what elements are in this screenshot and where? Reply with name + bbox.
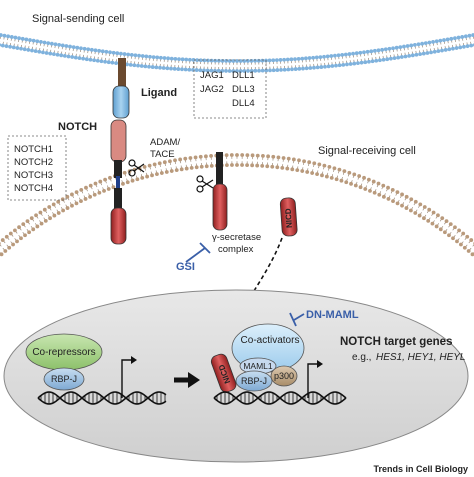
ligand-dll1: DLL1 <box>232 70 255 81</box>
nucleus <box>3 289 469 463</box>
ligand-jag1: JAG1 <box>200 70 224 81</box>
dn-maml-inhibition-bar <box>289 312 297 327</box>
free-nicd: NICD <box>279 197 298 237</box>
journal-footer: Trends in Cell Biology <box>373 464 468 474</box>
gsi-label: GSI <box>176 261 195 273</box>
ligand-jag2: JAG2 <box>200 84 224 95</box>
ligand-protein <box>112 58 130 119</box>
target-genes-title: NOTCH target genes <box>340 336 452 348</box>
cleaved-notch <box>212 152 228 231</box>
sending-cell-label: Signal-sending cell <box>32 13 124 25</box>
dn-maml-inhibition-line <box>293 313 305 321</box>
scissors-icon <box>196 175 214 193</box>
scissors-icon <box>128 159 145 177</box>
rbpj-left <box>43 367 85 391</box>
nuclear-nicd: NICD <box>210 353 237 393</box>
dna-helix-left <box>37 391 167 405</box>
notch4: NOTCH4 <box>14 183 53 194</box>
notch2: NOTCH2 <box>14 157 53 168</box>
tss-arrow-left-icon <box>121 359 132 398</box>
p300-blob <box>270 365 298 387</box>
rbpj-right <box>235 370 273 392</box>
tace-label: TACE <box>150 149 175 160</box>
ligand-label: Ligand <box>141 87 177 99</box>
gamma-secretase-label: γ-secretase <box>212 232 261 243</box>
gsi-inhibition-bar <box>199 242 211 254</box>
ligand-dll3: DLL3 <box>232 84 255 95</box>
sending-cell-membrane <box>0 33 474 73</box>
arrowhead-icon <box>131 356 137 364</box>
receiving-cell-membrane <box>0 153 474 257</box>
dn-maml-label: DN-MAML <box>306 309 359 321</box>
tss-arrow-right-icon <box>307 363 318 398</box>
notch-receptor <box>110 119 127 245</box>
dna-helix-right <box>213 391 347 405</box>
ligand-dll4: DLL4 <box>232 98 255 109</box>
complex-label: complex <box>218 244 254 255</box>
gsi-inhibition-line <box>185 247 206 263</box>
adam-label: ADAM/ <box>150 137 180 148</box>
coactivators-label: Co-activators <box>241 335 300 346</box>
target-genes-list: HES1, HEY1, HEYL <box>376 352 465 363</box>
notch-label: NOTCH <box>58 121 97 133</box>
rbpj-right-label: RBP-J <box>241 376 267 386</box>
arrowhead-icon <box>188 372 200 388</box>
corepressors-label: Co-repressors <box>32 347 95 358</box>
p300-label: p300 <box>274 371 294 381</box>
maml1-label: MAML1 <box>243 361 273 371</box>
target-genes-eg: e.g., <box>352 352 371 363</box>
rbpj-left-label: RBP-J <box>51 374 77 384</box>
notch3: NOTCH3 <box>14 170 53 181</box>
ligand-members-box <box>193 59 267 119</box>
arrowhead-icon <box>317 360 323 368</box>
svg-text:NICD: NICD <box>284 208 294 228</box>
notch1: NOTCH1 <box>14 144 53 155</box>
notch-members-box <box>7 135 67 201</box>
receiving-cell-label: Signal-receiving cell <box>318 145 416 157</box>
